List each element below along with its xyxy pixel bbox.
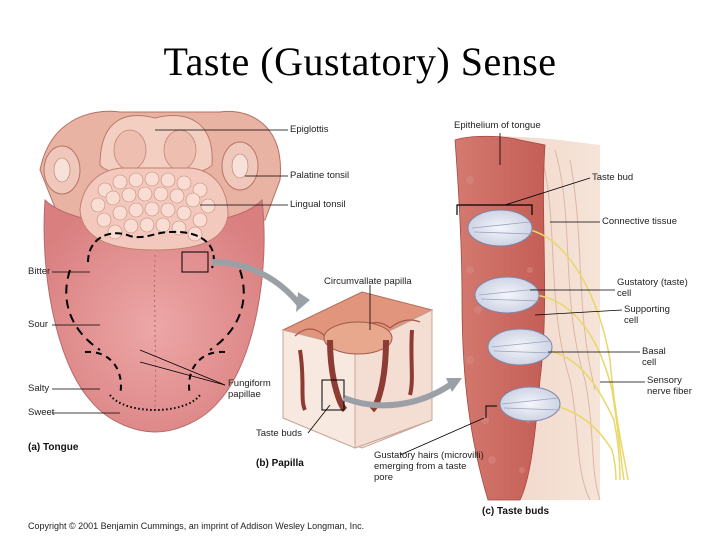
taste-bud-bracket bbox=[456, 204, 533, 215]
detail-box-a bbox=[181, 251, 209, 273]
arrow-tongue-to-papilla bbox=[211, 259, 303, 307]
sour-zone-left bbox=[65, 269, 101, 351]
sour-zone-right bbox=[209, 269, 245, 351]
arrow-papilla-to-tastebuds bbox=[342, 382, 452, 409]
label-salty: Salty bbox=[28, 383, 50, 394]
caption-tongue-text: Tongue bbox=[43, 442, 79, 453]
caption-tongue-letter: (a) bbox=[28, 442, 41, 453]
caption-taste-buds: (c) Taste buds bbox=[482, 506, 549, 517]
label-circumvallate-papilla: Circumvallate papilla bbox=[324, 276, 412, 287]
tongue-illustration bbox=[39, 110, 288, 433]
label-taste-bud: Taste bud bbox=[592, 172, 634, 183]
circumvallate-papilla-shape bbox=[323, 321, 393, 355]
label-sweet: Sweet bbox=[28, 407, 55, 418]
label-supporting-cell: Supporting cell bbox=[624, 304, 670, 326]
label-palatine-tonsil: Palatine tonsil bbox=[290, 170, 350, 181]
tastebuds-illustration bbox=[399, 133, 645, 501]
label-basal-cell: Basal cell bbox=[642, 346, 666, 368]
taste-bud-2 bbox=[474, 276, 540, 314]
label-epiglottis: Epiglottis bbox=[290, 124, 329, 135]
caption-papilla-letter: (b) bbox=[256, 458, 269, 469]
label-lingual-tonsil: Lingual tonsil bbox=[290, 199, 346, 210]
label-connective-tissue: Connective tissue bbox=[602, 216, 677, 227]
bitter-zone bbox=[87, 230, 215, 269]
label-sour: Sour bbox=[28, 319, 49, 330]
page-title: Taste (Gustatory) Sense bbox=[163, 39, 557, 84]
label-gustatory-hairs: Gustatory hairs (microvilli) emerging fr… bbox=[374, 450, 484, 483]
label-taste-buds-b: Taste buds bbox=[256, 428, 302, 439]
label-gustatory-cell: Gustatory (taste) cell bbox=[617, 277, 688, 299]
label-bitter: Bitter bbox=[28, 266, 51, 277]
copyright-notice: Copyright © 2001 Benjamin Cummings, an i… bbox=[28, 521, 365, 531]
detail-box-b bbox=[321, 379, 345, 411]
salty-zone bbox=[84, 350, 226, 396]
papilla-illustration bbox=[281, 285, 434, 449]
label-fungiform-papillae: Fungiform papillae bbox=[228, 378, 271, 400]
sweet-zone bbox=[109, 394, 201, 411]
taste-bud-3 bbox=[487, 328, 553, 366]
caption-taste-buds-text: Taste buds bbox=[497, 506, 550, 517]
label-epithelium: Epithelium of tongue bbox=[454, 120, 541, 131]
caption-papilla: (b) Papilla bbox=[256, 458, 304, 469]
caption-papilla-text: Papilla bbox=[271, 458, 304, 469]
caption-tongue: (a) Tongue bbox=[28, 442, 78, 453]
taste-bud-4 bbox=[499, 386, 561, 422]
epithelium-layer bbox=[454, 135, 546, 501]
caption-taste-buds-letter: (c) bbox=[482, 506, 495, 517]
taste-bud-1 bbox=[467, 209, 533, 247]
label-sensory-nerve: Sensory nerve fiber bbox=[647, 375, 692, 397]
